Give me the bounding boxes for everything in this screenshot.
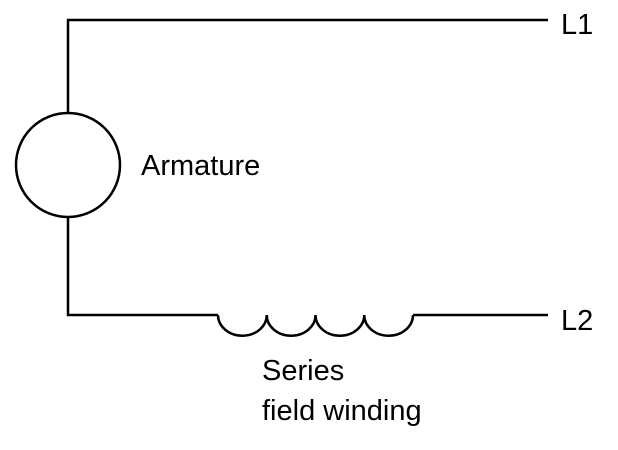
series-field-coil [216,314,415,337]
series-field-label-line1: Series [262,355,345,387]
series-field-label-line2: field winding [262,395,422,427]
terminal-l2-label: L2 [561,305,594,337]
terminal-l1-label: L1 [561,9,594,41]
bottom-left-wire [66,217,218,317]
armature-label: Armature [141,150,261,182]
armature-symbol [14,111,122,219]
top-wire [66,18,548,113]
